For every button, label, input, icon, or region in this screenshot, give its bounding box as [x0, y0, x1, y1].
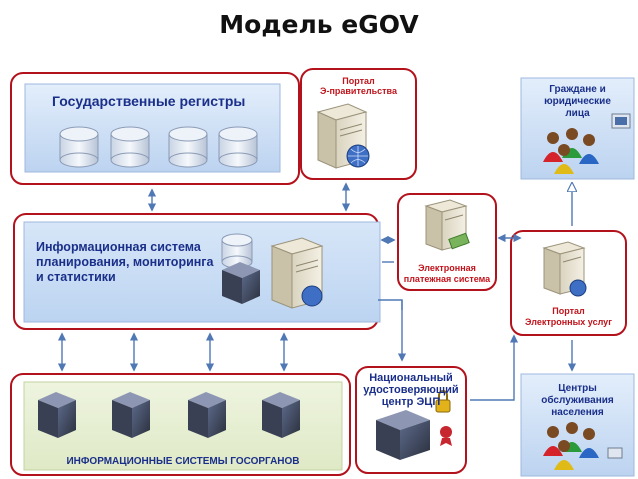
centers-people-icon	[543, 422, 623, 470]
info-system-label-line1: Информационная система	[36, 240, 201, 254]
info-system-server-icon	[270, 237, 324, 309]
registry-disks	[59, 126, 258, 168]
citizens-label-line2: юридические	[544, 96, 611, 107]
page-title: Модель eGOV	[219, 10, 419, 39]
citizens-label-line3: лица	[565, 108, 590, 119]
citizens-label-line1: Граждане и	[549, 84, 606, 95]
info-system-db-icon	[221, 233, 253, 269]
citizens-people-icon	[543, 113, 631, 174]
portal-gov-server-icon	[316, 103, 370, 169]
connector-arrows	[57, 184, 572, 401]
payment-label-line2: платежная система	[403, 274, 491, 284]
centers-block	[520, 373, 635, 477]
ca-label-line3: центр ЭЦП	[381, 396, 441, 408]
registries-label: Государственные регистры	[52, 93, 246, 109]
payment-label-line1: Электронная	[418, 263, 476, 273]
portal-gov-label-line1: Портал	[342, 76, 375, 86]
citizens-label: Граждане и юридические лица	[521, 84, 634, 120]
eservices-label: Портал Электронных услуг	[511, 306, 626, 328]
centers-label-line1: Центры	[558, 383, 597, 394]
eservices-server-icon	[542, 241, 587, 297]
centers-label-line3: населения	[551, 407, 604, 418]
eservices-label-line2: Электронных услуг	[525, 317, 612, 327]
ca-label-line1: Национальный	[369, 372, 453, 384]
centers-label-line2: обслуживания	[541, 395, 614, 406]
portal-gov-label-line2: Э-правительства	[320, 86, 397, 96]
info-system-label-line3: и статистики	[36, 270, 116, 284]
info-system-label: Информационная система планирования, мон…	[36, 240, 213, 285]
ca-label-line2: удостоверяющий	[363, 384, 459, 396]
registries-block	[10, 72, 300, 185]
payment-label: Электронная платежная система	[398, 263, 496, 285]
info-system-cube-icon	[222, 262, 260, 304]
agency-systems-label: ИНФОРМАЦИОННЫЕ СИСТЕМЫ ГОСОРГАНОВ	[66, 456, 300, 467]
ca-device-icon	[376, 390, 452, 460]
eservices-label-line1: Портал	[552, 306, 585, 316]
ca-label: Национальный удостоверяющий центр ЭЦП	[356, 372, 466, 408]
centers-label: Центры обслуживания населения	[521, 383, 634, 419]
info-system-label-line2: планирования, мониторинга	[36, 255, 214, 269]
portal-gov-label: Портал Э-правительства	[301, 76, 416, 96]
agency-cube-icons	[38, 392, 300, 438]
payment-server-icon	[424, 199, 470, 251]
